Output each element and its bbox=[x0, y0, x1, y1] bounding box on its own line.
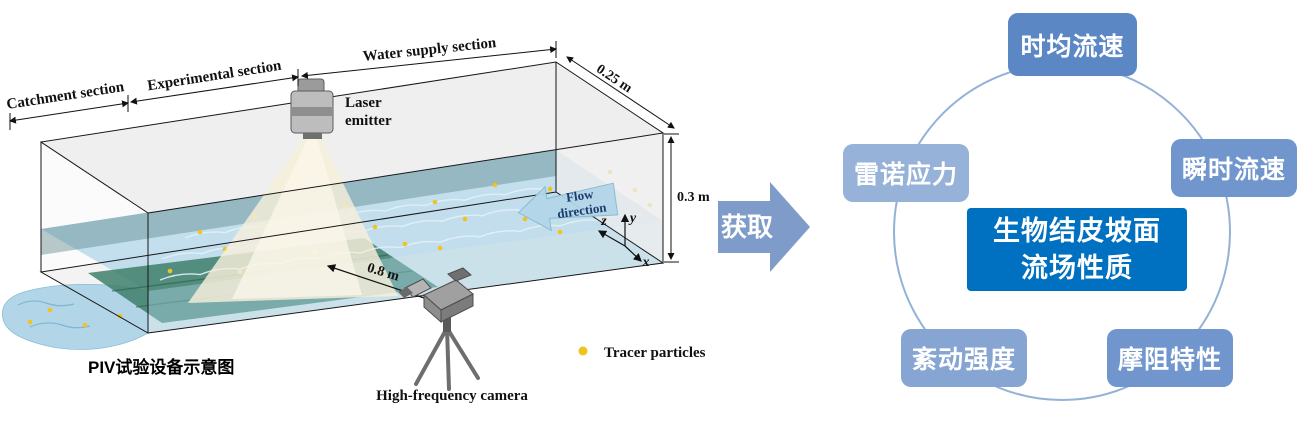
mindmap-center-line1: 生物结皮坡面 bbox=[993, 215, 1161, 246]
tracer-legend-dot-icon bbox=[578, 346, 588, 356]
camera-icon bbox=[398, 267, 480, 391]
laser-emitter-icon bbox=[290, 78, 334, 139]
transfer-arrow-shape bbox=[718, 182, 810, 272]
experimental-section-label: Experimental section bbox=[146, 58, 283, 95]
camera-label: High-frequency camera bbox=[376, 388, 528, 404]
axis-z-label: z bbox=[600, 214, 607, 229]
section-brackets bbox=[8, 41, 558, 130]
mindmap-node-instantaneous-velocity: 瞬时流速 bbox=[1171, 139, 1297, 197]
flume-height-dimension: 0.3 m bbox=[677, 190, 710, 205]
laser-emitter-label-line1: Laser bbox=[345, 95, 382, 111]
water-supply-section-label: Water supply section bbox=[362, 35, 497, 65]
flow-field-mindmap: 时均流速 瞬时流速 摩阻特性 紊动强度 雷诺应力 生物结皮坡面 流场性质 bbox=[830, 0, 1313, 429]
flow-label-line1: Flow bbox=[565, 186, 595, 205]
mindmap-node-friction-characteristics: 摩阻特性 bbox=[1107, 329, 1233, 387]
axis-y-label: y bbox=[628, 211, 637, 226]
spill-waves bbox=[17, 300, 91, 329]
figure-caption: PIV试验设备示意图 bbox=[88, 357, 234, 377]
laser-emitter-label-line2: emitter bbox=[345, 113, 392, 129]
transfer-arrow: 获取 bbox=[718, 182, 810, 272]
laser-sheet bbox=[188, 138, 398, 303]
flow-label-line2: direction bbox=[556, 199, 608, 221]
mindmap-node-turbulence-intensity: 紊动强度 bbox=[901, 329, 1027, 387]
flow-direction-arrow: Flow direction bbox=[517, 182, 619, 232]
water-front-face bbox=[148, 221, 663, 333]
catchment-section-label: Catchment section bbox=[6, 79, 126, 113]
mindmap-center: 生物结皮坡面 流场性质 bbox=[967, 208, 1187, 291]
tracer-legend-label: Tracer particles bbox=[604, 345, 706, 361]
dimension-lines bbox=[566, 56, 679, 263]
axis-x-label: x bbox=[642, 255, 650, 270]
axes-icon bbox=[597, 213, 642, 262]
mindmap-center-line2: 流场性质 bbox=[1021, 252, 1133, 283]
transfer-arrow-label: 获取 bbox=[721, 212, 773, 242]
mindmap-node-time-averaged-velocity: 时均流速 bbox=[1008, 13, 1137, 76]
mindmap-node-reynolds-stress: 雷诺应力 bbox=[843, 144, 969, 202]
flume-top-face bbox=[41, 62, 663, 213]
